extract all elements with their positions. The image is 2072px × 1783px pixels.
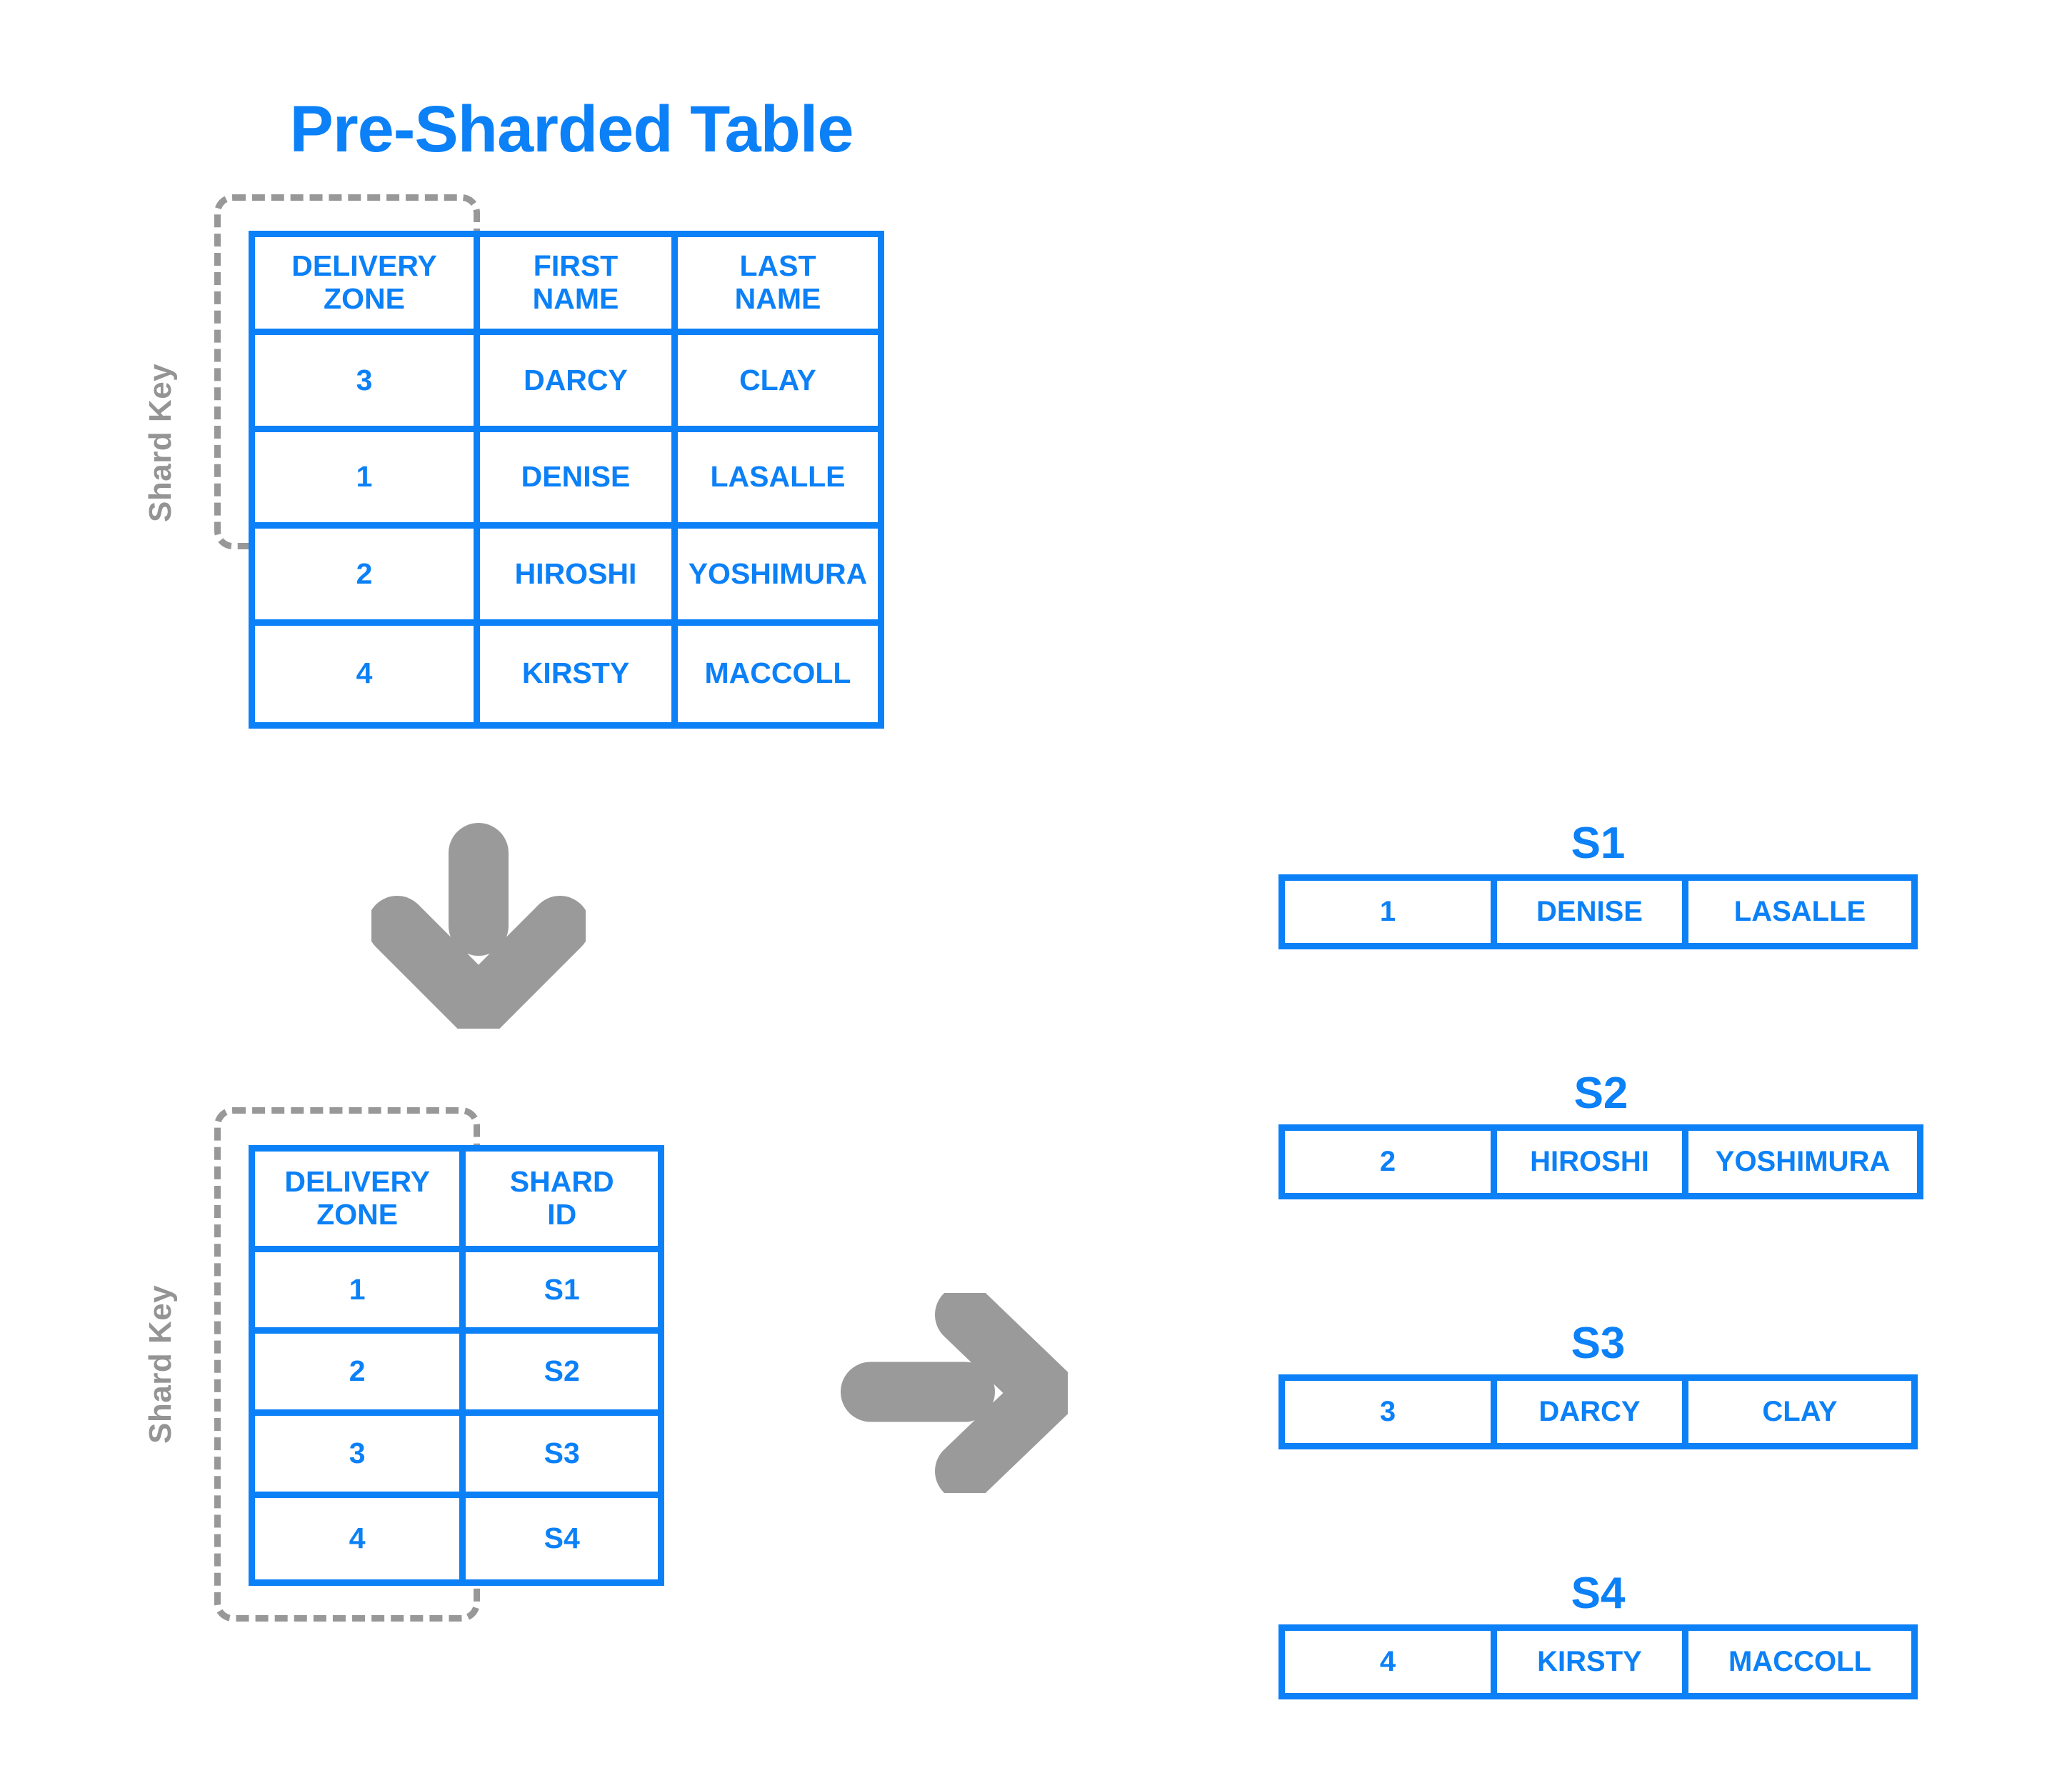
- table-row: 1 DENISE LASALLE: [255, 431, 878, 529]
- cell-delivery-zone: 3: [1285, 1381, 1497, 1443]
- cell-first-name: HIROSHI: [480, 529, 678, 619]
- cell-delivery-zone: 2: [255, 529, 480, 619]
- column-header-last-name: LAST NAME: [734, 249, 821, 316]
- column-header-shard-id: SHARD ID: [509, 1164, 614, 1231]
- cell-first-name: DARCY: [1497, 1381, 1688, 1443]
- cell-last-name: LASALLE: [710, 460, 846, 494]
- cell-last-name: CLAY: [1762, 1396, 1838, 1428]
- cell-first-name: DENISE: [1497, 881, 1688, 943]
- cell-shard-id: S1: [544, 1272, 580, 1306]
- shard-group-s3: S3 3 DARCY CLAY: [1278, 1322, 1918, 1449]
- cell-first-name: HIROSHI: [1497, 1131, 1688, 1193]
- shard-label: S1: [1571, 819, 1626, 868]
- cell-last-name: MACCOLL: [1728, 1646, 1871, 1678]
- cell-last-name: CLAY: [739, 363, 816, 396]
- column-header-delivery-zone: DELIVERY ZONE: [255, 1152, 466, 1246]
- cell-delivery-zone: 1: [255, 1252, 466, 1328]
- cell-first-name: KIRSTY: [480, 625, 678, 722]
- column-header-delivery-zone: DELIVERY ZONE: [255, 237, 480, 329]
- cell-last-name: LASALLE: [1733, 896, 1866, 928]
- shard-lookup-table: DELIVERY ZONE SHARD ID 1 S1 2 S2 3 S3 4 …: [249, 1145, 664, 1586]
- shard-key-label-presharded: Shard Key: [143, 363, 178, 523]
- cell-delivery-zone: 3: [255, 1416, 466, 1492]
- cell-shard-id: S4: [544, 1521, 580, 1554]
- table-row: 3 S3: [255, 1416, 658, 1498]
- down-arrow-icon: [371, 823, 586, 1029]
- cell-delivery-zone: 2: [1285, 1131, 1497, 1193]
- cell-last-name: YOSHIMURA: [1715, 1146, 1891, 1178]
- cell-delivery-zone: 4: [255, 1497, 466, 1579]
- cell-last-name: YOSHIMURA: [688, 556, 868, 590]
- cell-delivery-zone: 1: [1285, 881, 1497, 943]
- cell-first-name: DENISE: [480, 431, 678, 523]
- table-row: 1 S1: [255, 1252, 658, 1334]
- column-header-first-name: FIRST NAME: [480, 237, 678, 329]
- shard-table: 2 HIROSHI YOSHIMURA: [1278, 1124, 1923, 1199]
- cell-delivery-zone: 3: [255, 335, 480, 426]
- shard-label: S3: [1571, 1319, 1626, 1368]
- shard-group-s1: S1 1 DENISE LASALLE: [1278, 821, 1918, 949]
- down-arrow: [371, 814, 586, 1029]
- cell-shard-id: S2: [544, 1354, 580, 1388]
- shard-label: S4: [1571, 1569, 1626, 1618]
- cell-first-name: KIRSTY: [1497, 1631, 1688, 1693]
- right-arrow: [832, 1293, 1068, 1493]
- shard-table: 3 DARCY CLAY: [1278, 1374, 1918, 1449]
- cell-delivery-zone: 4: [255, 625, 480, 722]
- cell-delivery-zone: 4: [1285, 1631, 1497, 1693]
- cell-last-name: MACCOLL: [704, 656, 851, 690]
- shard-group-s4: S4 4 KIRSTY MACCOLL: [1278, 1572, 1918, 1699]
- cell-delivery-zone: 2: [255, 1334, 466, 1410]
- table-row: 2 HIROSHI YOSHIMURA: [255, 529, 878, 626]
- shard-table: 4 KIRSTY MACCOLL: [1278, 1624, 1918, 1699]
- table-header-row: DELIVERY ZONE FIRST NAME LAST NAME: [255, 237, 878, 336]
- right-arrow-icon: [841, 1293, 1068, 1493]
- shard-label: S2: [1573, 1069, 1628, 1118]
- pre-sharded-table: DELIVERY ZONE FIRST NAME LAST NAME 3 DAR…: [249, 231, 884, 729]
- table-row: 4 KIRSTY MACCOLL: [255, 625, 878, 722]
- table-row: 2 S2: [255, 1334, 658, 1417]
- table-row: 4 S4: [255, 1497, 658, 1579]
- shard-table: 1 DENISE LASALLE: [1278, 874, 1918, 949]
- shard-group-s2: S2 2 HIROSHI YOSHIMURA: [1278, 1072, 1923, 1199]
- page-title: Pre-Sharded Table: [289, 93, 854, 166]
- shard-key-label-lookup: Shard Key: [143, 1284, 178, 1444]
- cell-delivery-zone: 1: [255, 431, 480, 523]
- cell-first-name: DARCY: [480, 335, 678, 426]
- table-header-row: DELIVERY ZONE SHARD ID: [255, 1152, 658, 1252]
- table-row: 3 DARCY CLAY: [255, 335, 878, 432]
- cell-shard-id: S3: [544, 1436, 580, 1469]
